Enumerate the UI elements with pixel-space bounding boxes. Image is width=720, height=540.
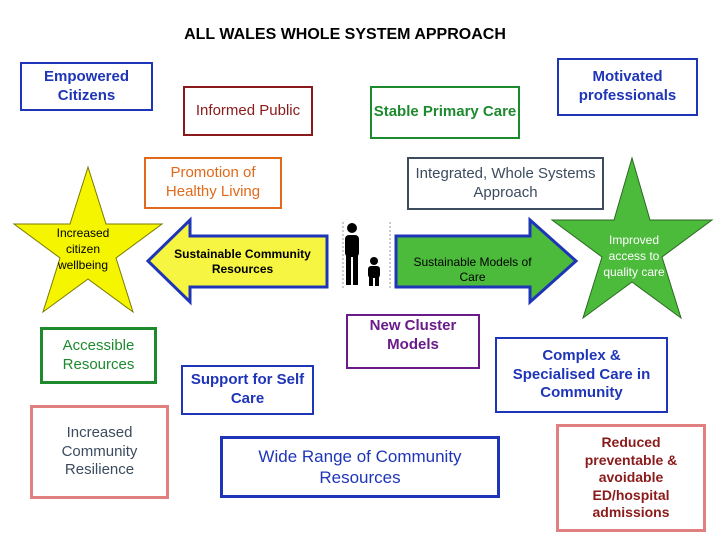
increased-community-resilience-box: Increased Community Resilience [30,405,169,499]
reduced-preventable-admissions-box: Reduced preventable & avoidable ED/hospi… [556,424,706,532]
promotion-healthy-living-box: Promotion of Healthy Living [144,157,282,209]
wide-range-community-resources-box: Wide Range of Community Resources [220,436,500,498]
motivated-professionals-box: Motivated professionals [557,58,698,116]
informed-public-box: Informed Public [183,86,313,136]
empowered-citizens-box: Empowered Citizens [20,62,153,111]
right-arrow [394,216,579,306]
left-arrow-label: Sustainable Community Resources [174,247,311,276]
integrated-whole-systems-box: Integrated, Whole Systems Approach [407,157,604,210]
right-arrow-label: Sustainable Models of Care [413,255,532,284]
page-title: ALL WALES WHOLE SYSTEM APPROACH [184,26,506,43]
left-star [12,165,164,314]
complex-specialised-care-box: Complex & Specialised Care in Community [495,337,668,413]
support-for-self-care-box: Support for Self Care [181,365,314,415]
adult-child-figures-icon [342,222,391,290]
right-star-label: Improved access to quality care [603,232,665,280]
right-star [550,156,714,320]
stable-primary-care-box: Stable Primary Care [370,86,520,139]
left-arrow [145,216,329,306]
left-star-label: Increased citizen wellbeing [56,225,110,273]
new-cluster-models-box: New Cluster Models [346,314,480,369]
accessible-resources-box: Accessible Resources [40,327,157,384]
